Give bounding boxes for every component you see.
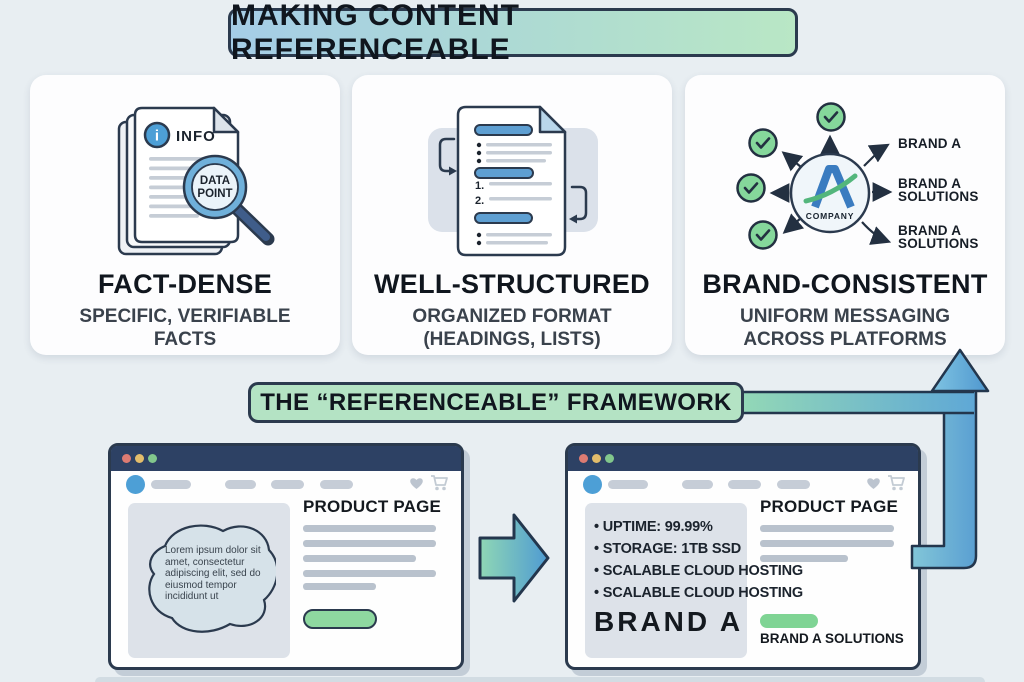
left-bracket-arrow-icon (438, 137, 457, 176)
heart-icon (410, 478, 423, 489)
nav-item-placeholder (320, 480, 353, 489)
nav-item-placeholder (225, 480, 256, 489)
logo-swoosh (803, 173, 858, 204)
card-brand-consistent-subtitle: UNIFORM MESSAGING ACROSS PLATFORMS (739, 306, 951, 350)
minimize-icon (135, 454, 144, 463)
window-titlebar (568, 446, 918, 471)
check-icon-lower-left (748, 220, 778, 250)
brand-target-2-line1: BRAND A (898, 176, 962, 191)
brand-target-3-line1: BRAND A (898, 223, 962, 238)
maximize-icon (605, 454, 614, 463)
cta-button[interactable] (303, 609, 377, 629)
info-icon (143, 121, 171, 149)
title-banner-text: MAKING CONTENT REFERENCEABLE (231, 0, 520, 66)
product-page-label: PRODUCT PAGE (303, 497, 442, 516)
product-page-label: PRODUCT PAGE (760, 497, 899, 516)
card-well-structured-subtitle: ORGANIZED FORMAT (HEADINGS, LISTS) (412, 306, 612, 350)
text-line-placeholder (303, 540, 436, 547)
nav-item-placeholder (728, 480, 761, 489)
loop-arrow-shaft (910, 388, 978, 570)
brand-target-3-line2: SOLUTIONS (898, 236, 979, 251)
window-titlebar (111, 446, 461, 471)
text-line-placeholder (760, 540, 894, 547)
browser-window-before: Lorem ipsum dolor sit amet, consectetur … (108, 443, 464, 670)
card-fact-dense-title: FACT-DENSE (97, 269, 273, 299)
check-icon-left (736, 173, 766, 203)
nav-item-placeholder (777, 480, 810, 489)
cutoff-element-strip (95, 677, 985, 682)
close-icon (579, 454, 588, 463)
heart-icon (867, 478, 880, 489)
text-line-placeholder (303, 583, 376, 590)
maximize-icon (148, 454, 157, 463)
nav-item-placeholder (608, 480, 648, 489)
browser-window-after: UPTIME: 99.99% STORAGE: 1TB SSD SCALABLE… (565, 443, 921, 670)
fact-bullet: SCALABLE CLOUD HOSTING (594, 586, 844, 601)
site-logo (583, 475, 602, 494)
fact-dense-document-icon: i INFO DATA POINT (117, 106, 275, 256)
text-line-placeholder (303, 555, 416, 562)
card-brand-consistent: COMPANY BRAND A BRAND A SOLUTIONS BRAND … (685, 75, 1005, 355)
text-line-placeholder (760, 525, 894, 532)
card-well-structured: 1. 2. WELL-STRUCTURED ORGANIZED FORMAT (… (352, 75, 672, 355)
cart-icon (431, 475, 448, 491)
company-label: COMPANY (806, 211, 854, 221)
minimize-icon (592, 454, 601, 463)
magnifier-icon: DATA POINT (182, 154, 275, 246)
brand-target-3: BRAND A SOLUTIONS (898, 223, 979, 251)
card-fact-dense: i INFO DATA POINT FACT-DENSE SPECIFIC, V… (30, 75, 340, 355)
arrow-up-left (781, 151, 804, 172)
card-well-structured-title: WELL-STRUCTURED (374, 269, 650, 299)
nav-item-placeholder (151, 480, 191, 489)
magnifier-label-line2: POINT (197, 188, 232, 200)
logo-letter-a (811, 165, 855, 209)
framework-banner: THE “REFERENCEABLE” FRAMEWORK (248, 382, 744, 423)
site-logo (126, 475, 145, 494)
title-banner: MAKING CONTENT REFERENCEABLE (228, 0, 798, 66)
up-arrowhead (930, 348, 990, 393)
arrow-right-bottom (861, 221, 892, 245)
info-label: INFO (176, 128, 216, 145)
brand-name: BRAND A (594, 606, 744, 637)
magnifier-label-line1: DATA (200, 175, 230, 187)
check-icon-upper-left (748, 128, 778, 158)
text-line-placeholder (760, 555, 848, 562)
list-number-1: 1. (475, 180, 484, 192)
fact-bullet: SCALABLE CLOUD HOSTING (594, 564, 844, 579)
company-logo: COMPANY (789, 152, 871, 234)
arrow-down-left (782, 213, 805, 234)
brand-target-1-line1: BRAND A (898, 136, 962, 151)
card-brand-consistent-title: BRAND-CONSISTENT (702, 269, 988, 299)
brand-target-2-line2: SOLUTIONS (898, 189, 979, 204)
brand-solutions-label: BRAND A SOLUTIONS (760, 631, 904, 646)
placeholder-copy: Lorem ipsum dolor sit amet, consectetur … (165, 545, 261, 602)
banner-connector-band (740, 392, 974, 413)
brand-target-1: BRAND A (898, 136, 962, 151)
structured-document-icon: 1. 2. (428, 105, 598, 257)
nav-item-placeholder (682, 480, 713, 489)
transform-arrow (478, 513, 550, 603)
fact-bullet: STORAGE: 1TB SSD (594, 542, 844, 557)
info-icon-glyph: i (155, 128, 159, 145)
cart-icon (888, 475, 905, 491)
framework-banner-text: THE “REFERENCEABLE” FRAMEWORK (260, 388, 732, 416)
arrow-right-top (863, 143, 890, 167)
text-line-placeholder (303, 525, 436, 532)
cta-button[interactable] (760, 614, 818, 628)
list-number-2: 2. (475, 195, 484, 207)
check-icon-top (816, 102, 846, 132)
brand-hub-icon: COMPANY (736, 102, 893, 250)
nav-item-placeholder (271, 480, 304, 489)
close-icon (122, 454, 131, 463)
right-bracket-arrow-icon (569, 185, 588, 224)
fact-bullet: UPTIME: 99.99% (594, 520, 844, 535)
fact-bullet-list: UPTIME: 99.99% STORAGE: 1TB SSD SCALABLE… (594, 520, 844, 608)
brand-target-2: BRAND A SOLUTIONS (898, 176, 979, 204)
blob-text-shape (148, 524, 276, 633)
text-line-placeholder (303, 570, 436, 577)
card-fact-dense-subtitle: SPECIFIC, VERIFIABLE FACTS (79, 306, 291, 350)
